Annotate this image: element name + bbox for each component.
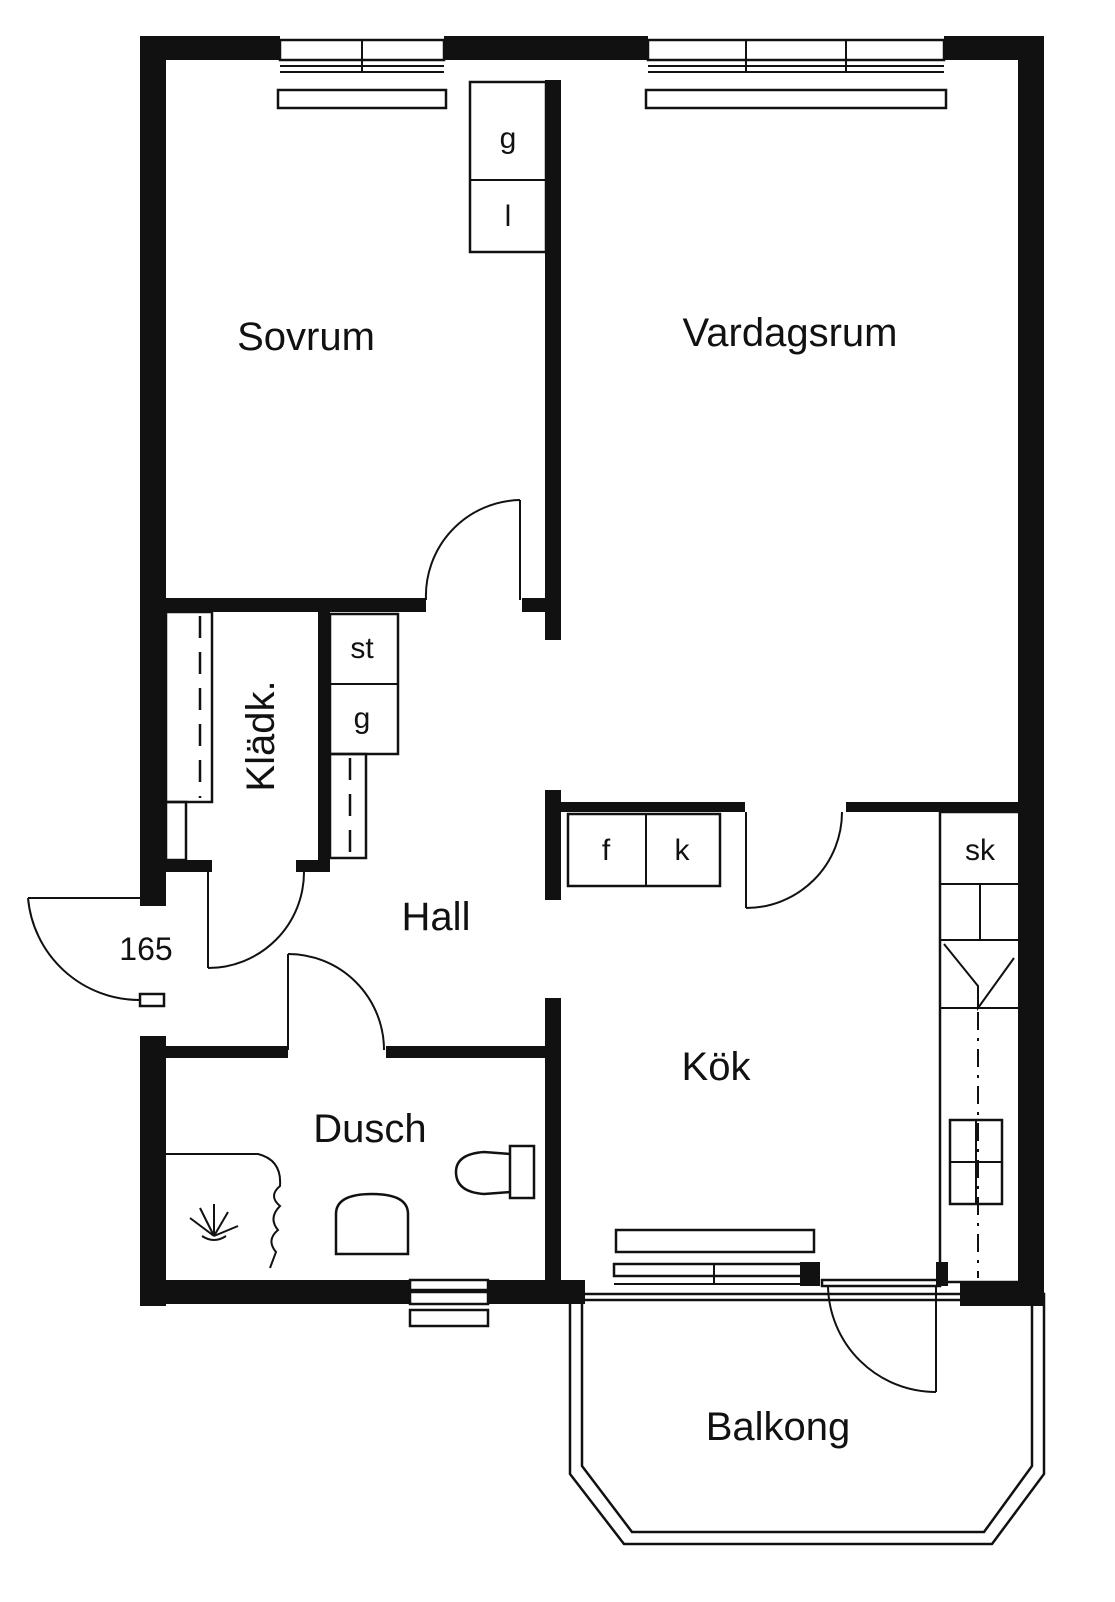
shower-area [166, 1153, 282, 1269]
room-label-hall: Hall [402, 895, 471, 939]
fixture-sk: sk [965, 834, 996, 867]
closet-top [468, 80, 548, 254]
entrance-number: 165 [119, 931, 172, 967]
balcony-railing [568, 1292, 1046, 1546]
door-kladk[interactable] [207, 871, 305, 969]
window-sovrum [276, 34, 448, 110]
room-label-sovrum: Sovrum [237, 315, 375, 359]
stove [948, 1118, 1004, 1206]
fixture-l-top: l [505, 200, 512, 233]
fixture-g-top: g [500, 122, 517, 155]
kitchen-counter [938, 810, 1022, 1284]
closet-hall [328, 612, 400, 860]
outer-walls [140, 36, 1044, 1306]
door-kok[interactable] [745, 811, 843, 909]
window-vardagsrum [644, 34, 948, 110]
room-label-balkong: Balkong [706, 1405, 851, 1449]
door-balkong[interactable] [820, 1262, 948, 1393]
interior-walls [166, 80, 1022, 1288]
fridge-freezer [566, 812, 722, 888]
washbasin-icon [334, 1192, 410, 1256]
fixture-f: f [602, 834, 611, 867]
door-dusch[interactable] [287, 953, 385, 1051]
room-label-kok: Kök [682, 1045, 752, 1089]
door-sovrum[interactable] [424, 499, 521, 601]
shower-drain-icon [189, 1204, 239, 1241]
room-label-dusch: Dusch [313, 1107, 426, 1151]
toilet-icon [454, 1144, 536, 1200]
room-label-kladk: Klädk. [239, 680, 283, 791]
room-label-vardagsrum: Vardagsrum [683, 311, 898, 355]
door-entrance[interactable] [27, 880, 166, 1008]
window-dusch [408, 1278, 490, 1328]
fixture-k: k [675, 834, 691, 867]
wardrobe-kladk [164, 610, 214, 862]
fixture-g-hall: g [354, 702, 371, 735]
fixture-st: st [350, 632, 374, 665]
